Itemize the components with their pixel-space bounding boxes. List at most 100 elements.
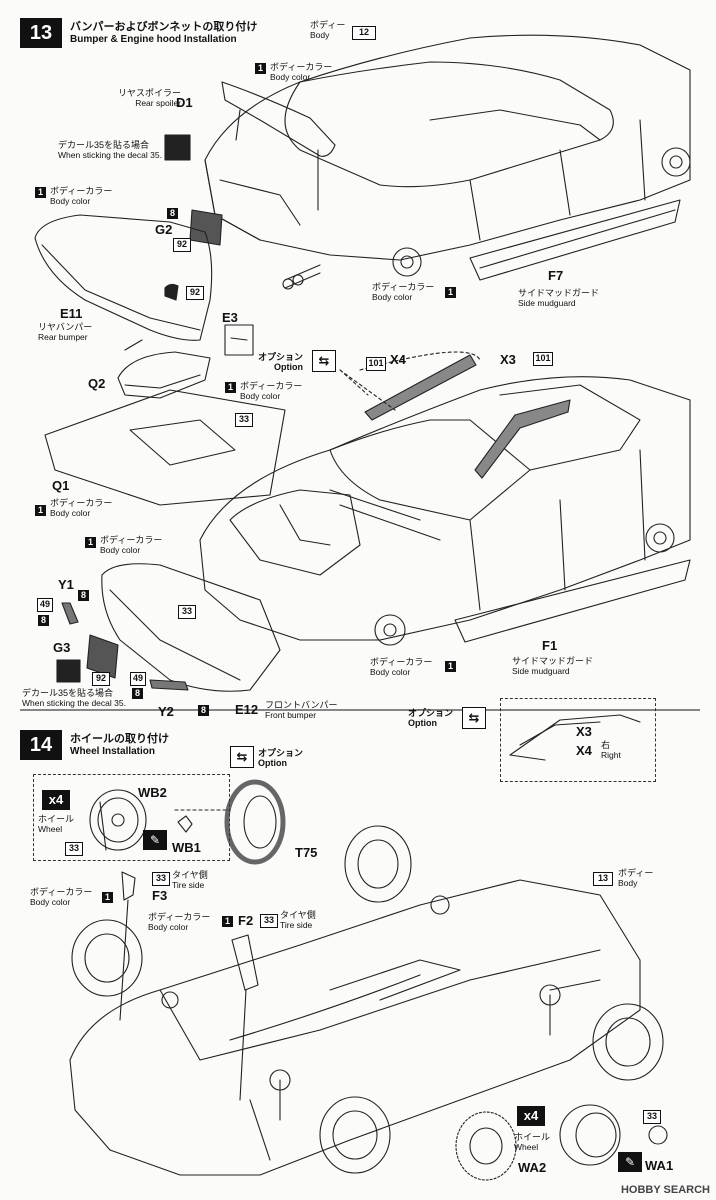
f2-color-jp: ボディーカラー	[148, 912, 211, 922]
f2-color-en: Body color	[148, 922, 189, 932]
part-wa2: WA2	[518, 1160, 547, 1175]
body-14-jp: ボディー	[618, 868, 654, 878]
rear-bumper-en: Rear bumper	[38, 332, 88, 342]
step-14-title: ホイールの取り付け Wheel Installation	[70, 730, 169, 757]
e11-color-jp: ボディーカラー	[50, 186, 113, 196]
f1-label: サイドマッドガード Side mudguard	[512, 656, 593, 676]
decal-note: デカール35を貼る場合 When sticking the decal 35.	[58, 140, 162, 160]
step-13-title: バンパーおよびボンネットの取り付け Bumper & Engine hood I…	[70, 18, 257, 45]
f7-jp: サイドマッドガード	[518, 288, 600, 298]
rear-spoiler-en: Rear spoiler	[135, 98, 182, 108]
option-wheel-frame	[33, 774, 230, 861]
f2-color-label: ボディーカラー Body color	[148, 912, 210, 932]
f3-ref: 33	[152, 872, 170, 886]
option-inset-x4: X4	[576, 743, 592, 758]
q1-color-num: 1	[35, 505, 46, 516]
wb1-icon: ✎	[143, 830, 167, 850]
f7-label: サイドマッドガード Side mudguard	[518, 288, 599, 308]
e11-ref: 92	[186, 286, 204, 300]
part-x3: X3	[500, 352, 516, 367]
wheel-b-en: Wheel	[514, 1142, 539, 1152]
wheel-b-jp: ホイール	[514, 1132, 551, 1142]
step-13-title-jp: バンパーおよびボンネットの取り付け	[70, 21, 258, 33]
option-inset-x3: X3	[576, 724, 592, 739]
q2-color-jp: ボディーカラー	[240, 381, 303, 391]
f2-color-num: 1	[222, 916, 233, 927]
wheel-color-label: ボディーカラー Body color	[372, 282, 434, 302]
front-bumper-jp: フロントバンパー	[265, 700, 338, 710]
option-jp: オプション	[258, 352, 304, 362]
option-en: Option	[274, 362, 304, 372]
front-wheel-color-en: Body color	[370, 667, 411, 677]
part-e11: E11	[60, 306, 83, 321]
wheel-label-a: ホイール Wheel	[38, 814, 74, 834]
x4-badge-b: x4	[517, 1106, 545, 1126]
q1-color-jp: ボディーカラー	[50, 498, 113, 508]
d1-color-label: ボディーカラー Body color	[270, 62, 332, 82]
option-label: オプション Option	[258, 352, 303, 372]
wheel-a-jp: ホイール	[38, 814, 75, 824]
y1-num-c: 8	[38, 615, 49, 626]
right-jp: 右	[601, 740, 611, 750]
decal-note-2-en: When sticking the decal 35.	[22, 698, 126, 708]
f2-ref: 33	[260, 914, 278, 928]
body-ref-13: 13	[593, 872, 613, 886]
q2-color-num: 1	[225, 382, 236, 393]
e11-color-label: ボディーカラー Body color	[50, 186, 112, 206]
part-y2: Y2	[158, 704, 174, 719]
g3-ref: 92	[92, 672, 110, 686]
y1-ref-b: 49	[37, 598, 53, 612]
wheel-color-en: Body color	[372, 292, 413, 302]
e12-color-label: ボディーカラー Body color	[100, 535, 162, 555]
f3-tire-jp: タイヤ側	[172, 870, 208, 880]
part-g3: G3	[53, 640, 71, 655]
front-wheel-color-num: 1	[445, 661, 456, 672]
ref-33-b: 33	[643, 1110, 661, 1124]
wa1-icon: ✎	[618, 1152, 642, 1172]
q2-color-en: Body color	[240, 391, 281, 401]
wheel-color-num: 1	[445, 287, 456, 298]
q1-color-en: Body color	[50, 508, 91, 518]
option-2-en: Option	[408, 718, 437, 728]
f2-tire-jp: タイヤ側	[280, 910, 316, 920]
x4-badge-a: x4	[42, 790, 70, 810]
decal-note-2-jp: デカール35を貼る場合	[22, 688, 114, 698]
option-label-2: オプション Option	[408, 708, 453, 728]
g2-num: 8	[167, 208, 178, 219]
d1-color-jp: ボディーカラー	[270, 62, 333, 72]
option-label-3: オプション Option	[258, 748, 303, 768]
step-13-number: 13	[20, 18, 62, 48]
step-13-title-en: Bumper & Engine hood Installation	[70, 34, 237, 45]
part-g2: G2	[155, 222, 173, 237]
f1-jp: サイドマッドガード	[512, 656, 594, 666]
rear-spoiler-jp: リヤスポイラー	[118, 88, 182, 98]
part-t75: T75	[295, 845, 318, 860]
watermark: HOBBY SEARCH	[620, 1184, 710, 1196]
front-wheel-color-jp: ボディーカラー	[370, 657, 433, 667]
right-en: Right	[601, 750, 621, 760]
part-e3: E3	[222, 310, 238, 325]
y1-num-a: 8	[78, 590, 89, 601]
step-14-title-en: Wheel Installation	[70, 746, 156, 757]
step-14-number: 14	[20, 730, 62, 760]
option-arrow-icon-3: ⇆	[230, 746, 254, 768]
q1-color-label: ボディーカラー Body color	[50, 498, 112, 518]
decal-note-jp: デカール35を貼る場合	[58, 140, 150, 150]
e12-color-jp: ボディーカラー	[100, 535, 163, 545]
rear-spoiler-label: リヤスポイラー Rear spoiler	[118, 88, 181, 108]
ref-101-a: 101	[366, 357, 386, 371]
part-q2: Q2	[88, 376, 106, 391]
q1-ref: 33	[235, 413, 253, 427]
wheel-a-en: Wheel	[38, 824, 63, 834]
f3-tire-en: Tire side	[172, 880, 205, 890]
ref-33-a: 33	[65, 842, 83, 856]
e11-color-en: Body color	[50, 196, 91, 206]
e11-color-num: 1	[35, 187, 46, 198]
f7-en: Side mudguard	[518, 298, 576, 308]
option-inset-right: 右 Right	[601, 740, 621, 760]
f3-color-jp: ボディーカラー	[30, 887, 93, 897]
part-x4: X4	[390, 352, 406, 367]
e12-color-num: 1	[85, 537, 96, 548]
